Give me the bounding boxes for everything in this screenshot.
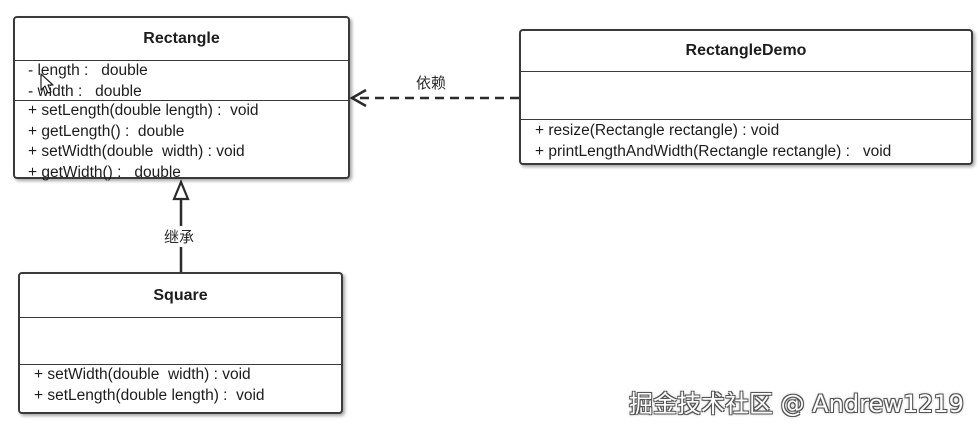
attribute-row: - width : double [28, 82, 142, 100]
inheritance-label: 继承 [163, 226, 196, 247]
class-name: Square [153, 287, 208, 304]
class-name: RectangleDemo [685, 42, 807, 59]
operation-row: + setWidth(double width) : void [28, 143, 245, 160]
class-rectangle[interactable]: Rectangle - length : double - width : do… [13, 16, 350, 181]
operations-compartment: + setLength(double length) : void + getL… [15, 100, 348, 183]
operation-row: + getLength() : double [28, 122, 185, 140]
operation-row: + getWidth() : double [28, 163, 181, 181]
attributes-compartment: - length : double - width : double [15, 60, 348, 100]
attributes-compartment [521, 71, 971, 119]
inheritance-arrowhead [172, 179, 190, 201]
attribute-row: - length : double [28, 62, 148, 79]
operation-row: + setLength(double length) : void [34, 386, 265, 404]
class-rectangle-demo[interactable]: RectangleDemo + resize(Rectangle rectang… [519, 29, 973, 165]
operations-compartment: + resize(Rectangle rectangle) : void + p… [521, 119, 971, 162]
dependency-label: 依赖 [416, 74, 447, 92]
operation-row: + setLength(double length) : void [28, 102, 259, 119]
operation-row: + resize(Rectangle rectangle) : void [535, 122, 780, 139]
mouse-cursor-icon [40, 73, 54, 94]
operations-compartment: + setWidth(double width) : void + setLen… [20, 364, 341, 406]
watermark: 掘金技术社区 @ Andrew1219 [629, 390, 964, 418]
operation-row: + printLengthAndWidth(Rectangle rectangl… [535, 142, 892, 160]
attributes-compartment [20, 317, 341, 364]
class-name: Rectangle [143, 30, 220, 47]
operation-row: + setWidth(double width) : void [34, 366, 251, 383]
class-square[interactable]: Square + setWidth(double width) : void +… [18, 272, 343, 414]
dependency-arrowhead [349, 88, 367, 108]
